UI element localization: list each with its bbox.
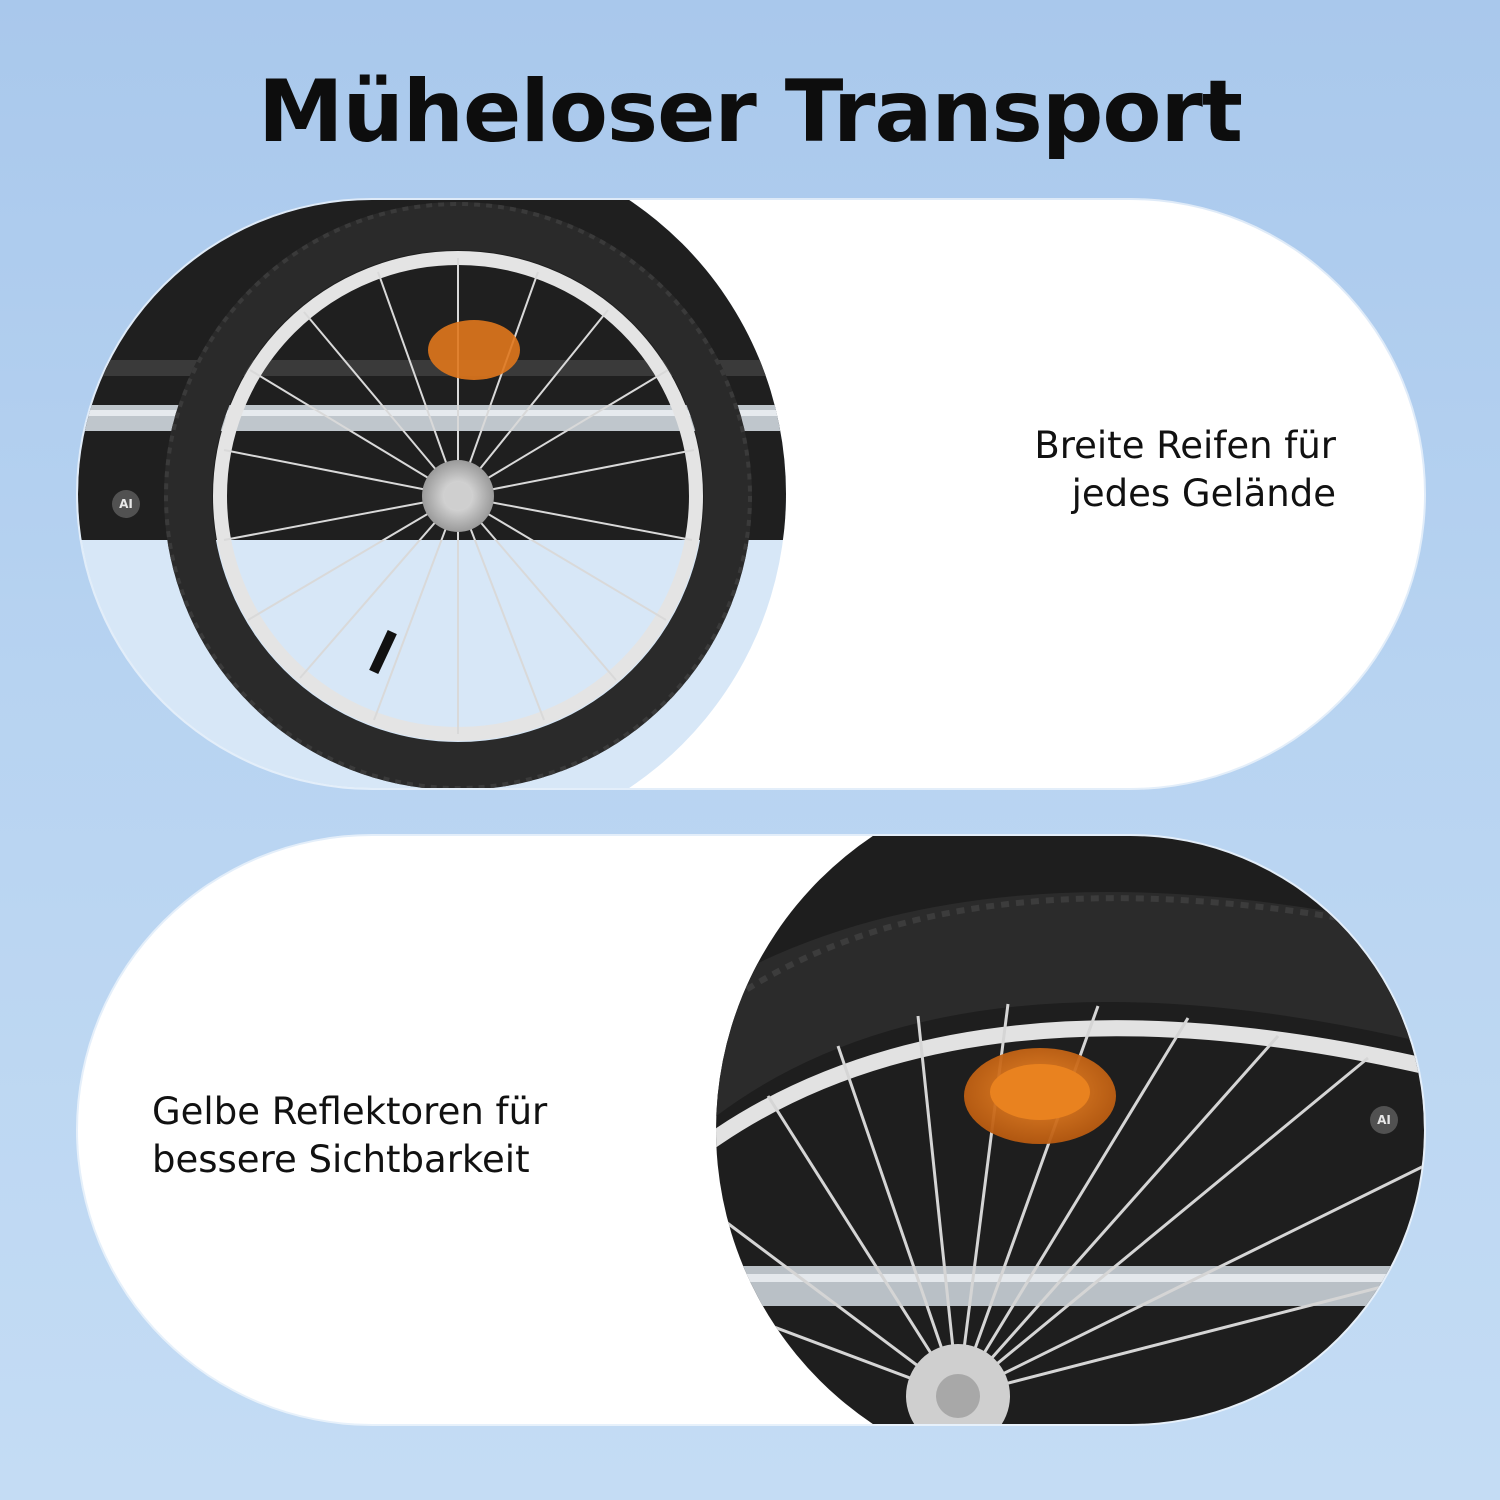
feature-caption-reflectors: Gelbe Reflektoren für bessere Sichtbarke… — [152, 1090, 548, 1181]
feature-card-reflectors: AI Gelbe Reflektoren für bessere Sichtba… — [78, 836, 1424, 1424]
feature-card-tires: AI Breite Reifen für jedes Gelände — [78, 200, 1424, 788]
page-title: Müheloser Transport — [257, 62, 1243, 162]
feature-caption-tires: Breite Reifen für jedes Gelände — [1034, 424, 1336, 515]
wheel-reflector-photo — [78, 836, 1424, 1424]
wheel-tire-photo — [78, 200, 1424, 788]
ai-badge: AI — [1370, 1106, 1398, 1134]
ai-badge: AI — [112, 490, 140, 518]
